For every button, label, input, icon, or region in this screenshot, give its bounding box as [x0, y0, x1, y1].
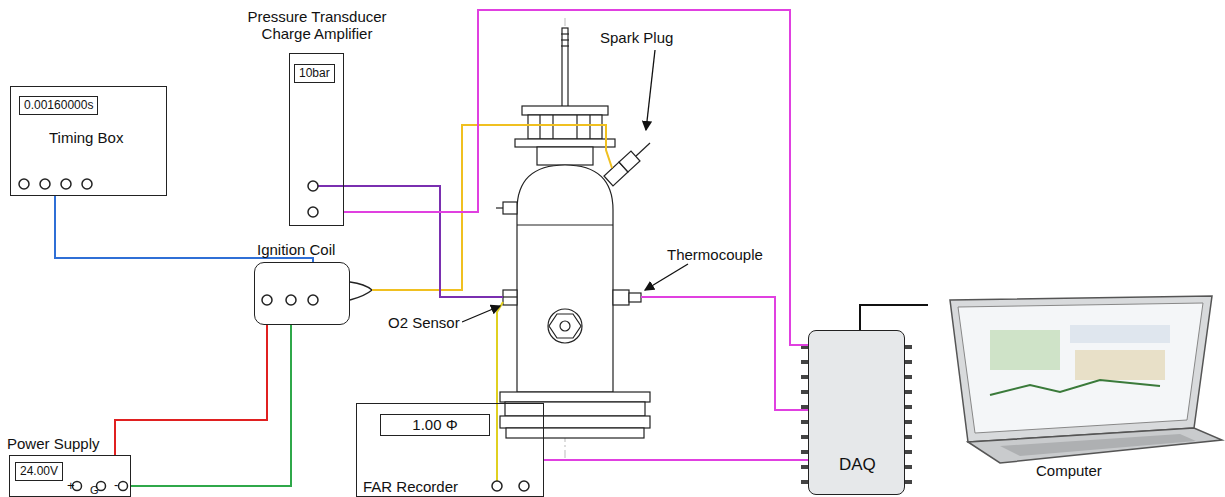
- far-data-wire: [544, 459, 808, 461]
- combustion-vessel: [496, 28, 650, 438]
- terminal-label: +: [67, 478, 75, 494]
- ratio-display: 1.00 Φ: [380, 414, 490, 436]
- pressure-signal-wire: [313, 186, 503, 297]
- device-name: Power Supply: [7, 435, 100, 452]
- timing-box: 0.00160000sTiming Box: [10, 86, 167, 196]
- far-recorder: 1.00 Φ FAR Recorder: [356, 403, 544, 497]
- ignition-wire: [372, 125, 612, 290]
- charge-amplifier: Pressure Transducer Charge Amplifier10ba…: [289, 53, 344, 226]
- range-display: 10bar: [294, 64, 335, 83]
- callout-label: Thermocouple: [665, 246, 765, 263]
- device-name: FAR Recorder: [363, 478, 458, 495]
- terminal-label: -: [114, 477, 118, 493]
- laptop-illustration: [950, 296, 1222, 463]
- pressure-data-wire: [344, 10, 808, 345]
- daq-device: DAQ: [808, 330, 905, 495]
- device-name: DAQ: [839, 455, 876, 475]
- voltage-display: 24.00V: [15, 462, 63, 481]
- power-supply: Power Supply24.00V+G-: [9, 455, 131, 497]
- terminal-label: G: [90, 483, 99, 497]
- callout-label: Spark Plug: [598, 29, 675, 46]
- device-name: Ignition Coil: [257, 241, 335, 258]
- ground-supply-wire: [131, 325, 291, 486]
- computer: Computer: [928, 290, 1222, 482]
- o2-sensor-wire: [497, 302, 503, 481]
- timing-display: 0.00160000s: [19, 96, 98, 115]
- positive-supply-wire: [115, 325, 267, 455]
- device-name: Pressure Transducer Charge Amplifier: [242, 8, 392, 42]
- usb-cable: [860, 305, 928, 330]
- device-name: Timing Box: [49, 129, 123, 146]
- thermocouple-wire: [641, 297, 808, 410]
- ignition-coil: Ignition Coil: [254, 262, 350, 325]
- callout-label: O2 Sensor: [386, 314, 462, 331]
- device-name: Computer: [1036, 462, 1102, 479]
